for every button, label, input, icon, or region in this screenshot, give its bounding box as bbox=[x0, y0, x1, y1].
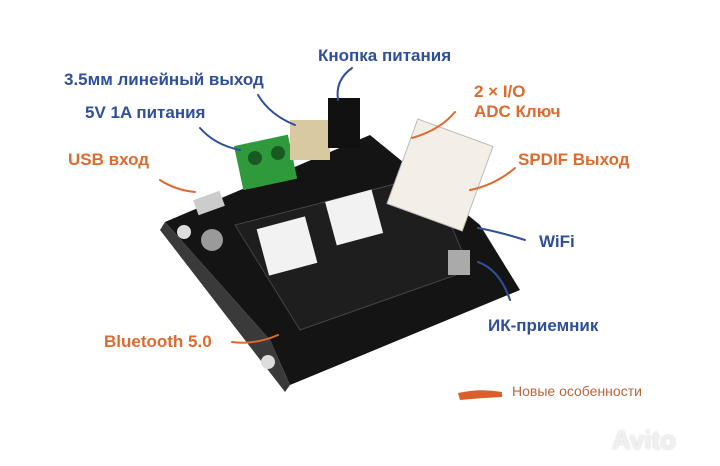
label-ir: ИК-приемник bbox=[488, 316, 599, 335]
arrow-ir bbox=[477, 261, 511, 301]
legend-swatch bbox=[458, 390, 502, 400]
capacitor bbox=[201, 229, 223, 251]
qr-module-2 bbox=[325, 189, 384, 246]
label-line-out: 3.5мм линейный выход bbox=[64, 70, 264, 89]
arrow-usb bbox=[159, 179, 196, 193]
label-spdif: SPDIF Выход bbox=[518, 150, 630, 169]
ir-receiver-part bbox=[448, 250, 470, 275]
label-bluetooth: Bluetooth 5.0 bbox=[104, 332, 212, 351]
arrow-wifi bbox=[477, 227, 526, 241]
arrow-5v bbox=[199, 127, 241, 151]
label-5v-power: 5V 1A питания bbox=[85, 103, 206, 122]
arrow-power-button bbox=[336, 67, 353, 101]
usb-port bbox=[193, 190, 225, 216]
qr-module-1 bbox=[256, 216, 318, 276]
arrow-spdif bbox=[469, 167, 516, 191]
label-usb: USB вход bbox=[68, 150, 150, 169]
arrow-bluetooth bbox=[231, 334, 279, 344]
arrow-line-out bbox=[257, 94, 296, 126]
avito-watermark: Avito bbox=[612, 425, 677, 455]
legend-label: Новые особенности bbox=[512, 383, 642, 399]
label-io: 2 × I/O bbox=[474, 82, 526, 101]
label-power-button: Кнопка питания bbox=[318, 46, 452, 65]
label-wifi: WiFi bbox=[539, 232, 575, 251]
power-button-part bbox=[328, 98, 360, 148]
label-adc: ADC Ключ bbox=[474, 102, 561, 121]
arrow-io bbox=[411, 111, 456, 139]
audio-jack bbox=[290, 120, 330, 160]
